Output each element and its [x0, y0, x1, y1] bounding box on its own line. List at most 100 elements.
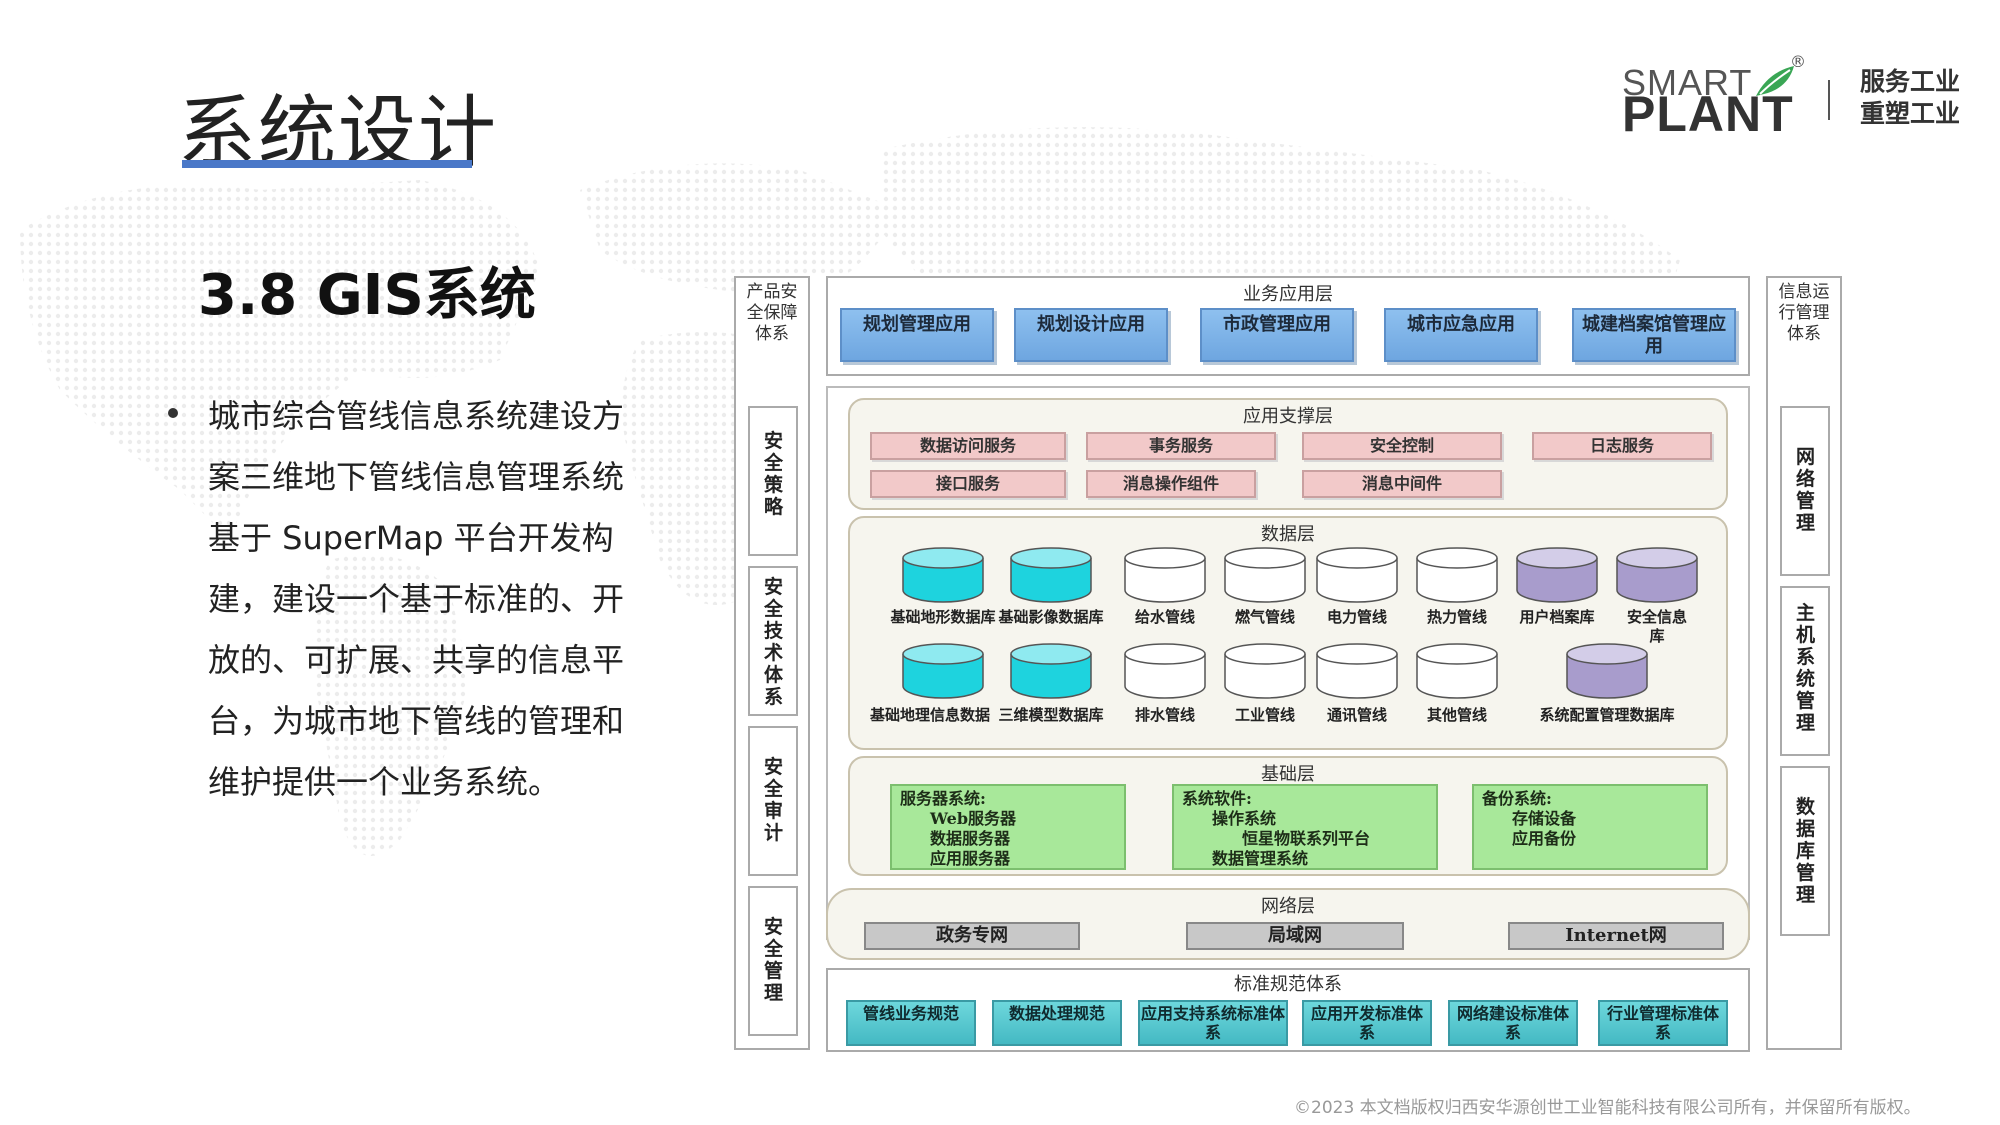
db-text: 基础地形数据库 — [890, 608, 996, 626]
network-layer-title: 网络层 — [1261, 896, 1315, 917]
title-underline — [182, 160, 472, 168]
std-app-development: 应用开发标准体系 — [1302, 1000, 1432, 1046]
data-layer: 数据层 基础地形数据库 基础影像数据库 给水管线 燃气管线 电力管线 热力管线 … — [848, 516, 1728, 750]
right-item-db-mgmt: 数据库管理 — [1780, 766, 1830, 936]
std-industry-management: 行业管理标准体系 — [1598, 1000, 1728, 1046]
db-label-3d-model: 三维模型数据库 — [996, 706, 1106, 725]
base-layer: 基础层 服务器系统: Web服务器 数据服务器 应用服务器 系统软件: 操作系统… — [848, 756, 1728, 876]
database-icon — [1316, 643, 1398, 699]
leaf-icon — [1756, 66, 1794, 96]
std-network-construction: 网络建设标准体系 — [1448, 1000, 1578, 1046]
body-paragraph: 城市综合管线信息系统建设方案三维地下管线信息管理系统基于 SuperMap 平台… — [208, 397, 625, 801]
copyright-notice: ©2023 本文档版权归西安华源创世工业智能科技有限公司所有，并保留所有版权。 — [1294, 1098, 1921, 1118]
std-pipeline-business: 管线业务规范 — [846, 1000, 976, 1046]
db-label-imagery: 基础影像数据库 — [990, 608, 1112, 627]
left-item-security-audit: 安全审计 — [748, 726, 798, 876]
svc-security-control: 安全控制 — [1302, 432, 1502, 460]
db-text: 基础影像数据库 — [998, 608, 1104, 626]
net-gov-private: 政务专网 — [864, 922, 1080, 950]
base-box-head: 系统软件: — [1182, 789, 1252, 808]
db-label-power: 电力管线 — [1326, 608, 1387, 626]
database-icon — [1416, 547, 1498, 603]
std-data-processing: 数据处理规范 — [992, 1000, 1122, 1046]
database-icon — [1516, 547, 1598, 603]
bullet-dot — [168, 408, 178, 418]
svc-transaction: 事务服务 — [1086, 432, 1276, 460]
base-box-line: 存储设备 — [1512, 809, 1577, 828]
left-column-heading: 产品安全保障体系 — [746, 282, 798, 344]
svc-message-component: 消息操作组件 — [1086, 470, 1256, 498]
base-box-line: 操作系统 — [1212, 809, 1277, 828]
std-app-support: 应用支持系统标准体系 — [1138, 1000, 1288, 1046]
database-icon — [1010, 643, 1092, 699]
database-icon — [1566, 643, 1648, 699]
db-label-sys-config: 系统配置管理数据库 — [1532, 706, 1682, 725]
company-logo: SMART PLANT ® 服务工业 重塑工业 — [1622, 52, 1972, 142]
svc-message-middleware: 消息中间件 — [1302, 470, 1502, 498]
db-label-industrial: 工业管线 — [1234, 706, 1295, 724]
left-item-security-management: 安全管理 — [748, 886, 798, 1036]
database-icon — [1124, 643, 1206, 699]
net-internet: Internet网 — [1508, 922, 1724, 950]
base-box-line: 数据管理系统 — [1212, 849, 1309, 868]
database-icon — [1124, 547, 1206, 603]
slogan-line-2: 重塑工业 — [1860, 99, 1961, 128]
base-backup-system: 备份系统: 存储设备 应用备份 — [1472, 784, 1708, 870]
right-item-network-mgmt: 网络管理 — [1780, 406, 1830, 576]
left-item-security-strategy: 安全策略 — [748, 406, 798, 556]
base-box-line: Web服务器 — [930, 809, 1017, 828]
base-box-head: 服务器系统: — [900, 789, 986, 808]
base-box-line: 应用备份 — [1512, 829, 1577, 848]
base-layer-title: 基础层 — [1261, 764, 1315, 785]
svc-interface: 接口服务 — [870, 470, 1066, 498]
database-icon — [1316, 547, 1398, 603]
db-label-terrain: 基础地形数据库 — [880, 608, 1006, 627]
app-municipal-management: 市政管理应用 — [1200, 308, 1354, 362]
app-planning-design: 规划设计应用 — [1014, 308, 1168, 362]
support-layer: 应用支撑层 数据访问服务 事务服务 安全控制 日志服务 接口服务 消息操作组件 … — [848, 398, 1728, 510]
db-label-drainage: 排水管线 — [1134, 706, 1195, 724]
standard-layer: 标准规范体系 管线业务规范 数据处理规范 应用支持系统标准体系 应用开发标准体系… — [826, 968, 1750, 1052]
left-item-security-tech: 安全技术体系 — [748, 566, 798, 716]
db-label-water: 给水管线 — [1134, 608, 1195, 626]
right-column-heading: 信息运行管理体系 — [1778, 282, 1830, 344]
app-city-emergency: 城市应急应用 — [1384, 308, 1538, 362]
base-box-line: 数据服务器 — [930, 829, 1011, 848]
data-layer-title: 数据层 — [1261, 524, 1315, 545]
business-layer: 业务应用层 规划管理应用 规划设计应用 市政管理应用 城市应急应用 城建档案馆管… — [826, 276, 1750, 376]
business-layer-title: 业务应用层 — [1243, 284, 1333, 305]
db-text: 安全信息库 — [1626, 608, 1687, 645]
app-archives-management: 城建档案馆管理应用 — [1572, 308, 1736, 362]
right-item-host-mgmt: 主机系统管理 — [1780, 586, 1830, 756]
architecture-diagram: 产品安全保障体系 安全策略 安全技术体系 安全审计 安全管理 信息运行管理体系 … — [734, 274, 1844, 1054]
logo-smart-text: SMART — [1622, 62, 1753, 103]
db-label-security-info: 安全信息库 — [1622, 608, 1692, 646]
logo-plant-text: PLANT — [1622, 86, 1794, 142]
app-planning-management: 规划管理应用 — [840, 308, 994, 362]
db-label-geo-info: 基础地理信息数据 — [860, 706, 1000, 725]
logo-slogan: 服务工业 重塑工业 — [1860, 66, 1980, 130]
database-icon — [1010, 547, 1092, 603]
database-icon — [902, 643, 984, 699]
network-layer: 网络层 政务专网 局域网 Internet网 — [826, 888, 1750, 960]
base-box-head: 备份系统: — [1482, 789, 1552, 808]
db-text: 系统配置管理数据库 — [1539, 706, 1675, 724]
db-text: 基础地理信息数据 — [869, 706, 990, 724]
slogan-line-1: 服务工业 — [1860, 67, 1961, 96]
db-label-telecom: 通讯管线 — [1326, 706, 1387, 724]
base-box-line: 应用服务器 — [930, 849, 1011, 868]
support-layer-title: 应用支撑层 — [1243, 406, 1333, 427]
database-icon — [1224, 643, 1306, 699]
net-lan: 局域网 — [1186, 922, 1404, 950]
svc-data-access: 数据访问服务 — [870, 432, 1066, 460]
db-label-other: 其他管线 — [1426, 706, 1487, 724]
section-title: 3.8 GIS系统 — [198, 263, 536, 328]
database-icon — [1224, 547, 1306, 603]
logo-separator — [1828, 80, 1830, 120]
db-label-user-archive: 用户档案库 — [1519, 608, 1595, 626]
svc-log: 日志服务 — [1532, 432, 1712, 460]
db-label-gas: 燃气管线 — [1234, 608, 1295, 626]
registered-mark: ® — [1790, 52, 1806, 71]
base-system-software: 系统软件: 操作系统 恒星物联系列平台 数据管理系统 — [1172, 784, 1438, 870]
base-box-line: 恒星物联系列平台 — [1242, 829, 1371, 848]
